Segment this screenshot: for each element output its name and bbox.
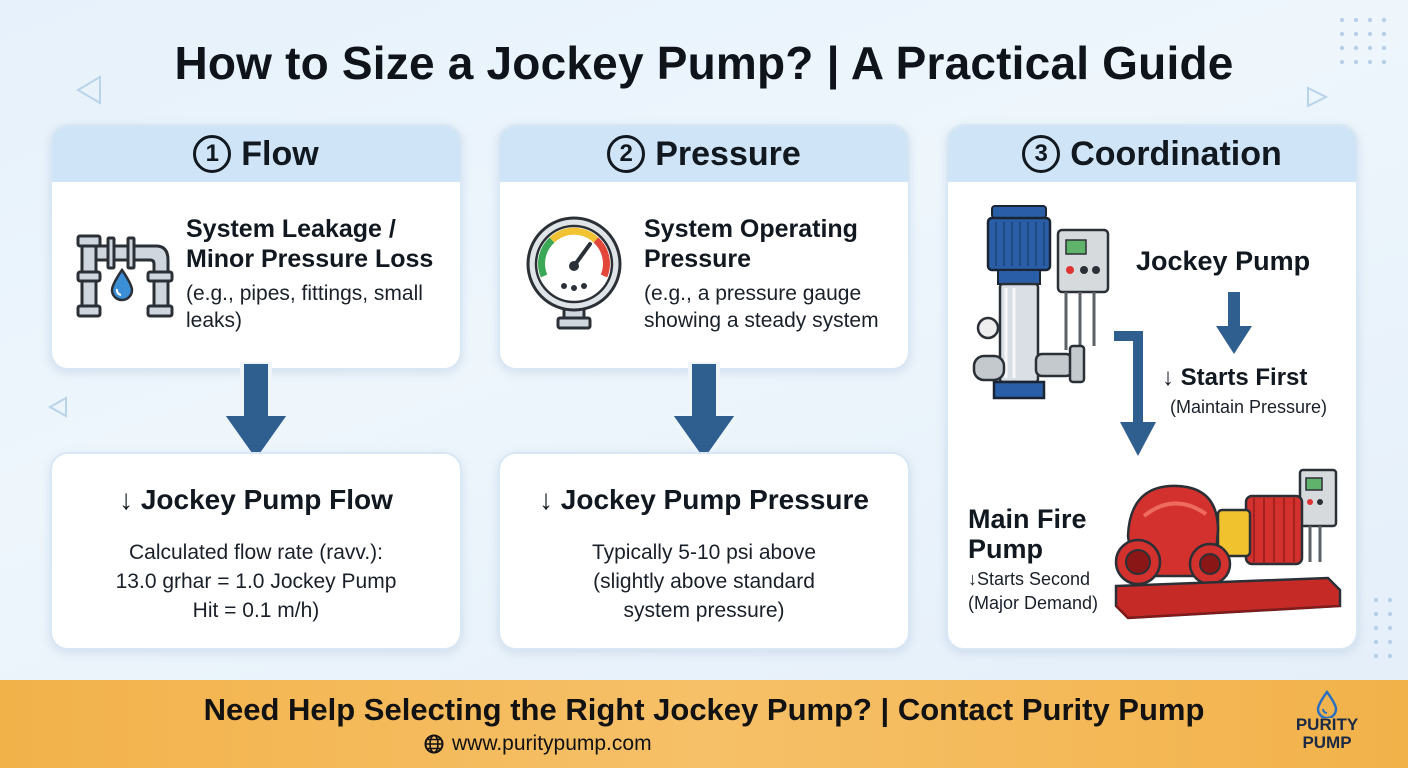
jockey-maintain-note: (Maintain Pressure) bbox=[1170, 397, 1328, 417]
flow-result-line: 13.0 grhar = 1.0 Jockey Pump bbox=[115, 570, 397, 593]
pressure-result-line: system pressure) bbox=[623, 599, 785, 622]
background-dots-decoration bbox=[1373, 597, 1393, 659]
flow-subtitle: System Leakage / Minor Pressure Loss bbox=[186, 215, 434, 273]
flow-card-header: 1 Flow bbox=[52, 126, 460, 182]
jockey-pump-label: Jockey Pump bbox=[1136, 246, 1311, 276]
background-dots-decoration bbox=[1339, 17, 1387, 65]
website-url[interactable]: www.puritypump.com bbox=[452, 732, 652, 755]
background-triangle-decoration bbox=[76, 75, 101, 105]
flow-result-line: Hit = 0.1 m/h) bbox=[192, 599, 320, 622]
footer-banner: Need Help Selecting the Right Jockey Pum… bbox=[0, 680, 1408, 768]
jockey-starts-first: ↓ Starts First bbox=[1162, 364, 1308, 391]
coordination-card-header: 3 Coordination bbox=[948, 126, 1356, 182]
pressure-note: (e.g., a pressure gauge showing a steady… bbox=[644, 282, 879, 332]
website-link[interactable]: www.puritypump.com bbox=[424, 732, 652, 756]
background-triangle-decoration bbox=[1307, 86, 1329, 108]
pressure-result-text: Typically 5-10 psi above (slightly above… bbox=[500, 538, 908, 625]
flow-result-card: ↓ Jockey Pump Flow Calculated flow rate … bbox=[50, 452, 462, 650]
flow-heading: Flow bbox=[241, 134, 319, 173]
flow-card: 1 Flow System Leakage / Minor Pressure L… bbox=[50, 124, 462, 370]
pressure-result-card: ↓ Jockey Pump Pressure Typically 5-10 ps… bbox=[498, 452, 910, 650]
main-fire-pump-label: Main Fire Pump bbox=[968, 504, 1087, 564]
flow-down-arrow bbox=[222, 362, 290, 462]
main-starts-second: ↓Starts Second bbox=[968, 569, 1091, 589]
globe-icon bbox=[424, 734, 444, 754]
step-number-badge: 1 bbox=[193, 135, 232, 173]
main-fire-pump-icon bbox=[1114, 468, 1342, 620]
coordination-card: 3 Coordination Jockey Pump ↓ Starts Firs… bbox=[946, 124, 1358, 650]
contact-cta-text[interactable]: Need Help Selecting the Right Jockey Pum… bbox=[203, 692, 1205, 727]
jockey-pump-flow-title: ↓ Jockey Pump Flow bbox=[119, 484, 393, 515]
step-number-badge: 2 bbox=[607, 135, 646, 173]
pressure-down-arrow bbox=[670, 362, 738, 462]
pressure-card: 2 Pressure System Operating Pressure (e.… bbox=[498, 124, 910, 370]
jockey-pump-icon bbox=[972, 205, 1110, 400]
step-number-badge: 3 bbox=[1022, 135, 1061, 173]
pressure-result-line: (slightly above standard bbox=[593, 570, 815, 593]
water-drop-logo-icon bbox=[1316, 690, 1338, 718]
pressure-heading: Pressure bbox=[655, 134, 801, 173]
flow-result-text: Calculated flow rate (ravv.): 13.0 grhar… bbox=[52, 538, 460, 625]
jockey-pump-pressure-title: ↓ Jockey Pump Pressure bbox=[539, 484, 869, 515]
jockey-down-arrow bbox=[1216, 292, 1252, 354]
pressure-gauge-icon bbox=[526, 216, 622, 330]
flow-note: (e.g., pipes, fittings, small leaks) bbox=[186, 282, 423, 332]
flow-result-line: Calculated flow rate (ravv.): bbox=[128, 541, 384, 564]
sequence-arrow-icon bbox=[1114, 331, 1156, 456]
pressure-card-header: 2 Pressure bbox=[500, 126, 908, 182]
pipe-leak-icon bbox=[76, 234, 174, 318]
coordination-heading: Coordination bbox=[1070, 134, 1282, 173]
main-demand-note: (Major Demand) bbox=[968, 593, 1099, 613]
page-title: How to Size a Jockey Pump? | A Practical… bbox=[174, 37, 1234, 89]
pressure-subtitle: System Operating Pressure bbox=[644, 215, 858, 273]
background-triangle-decoration bbox=[47, 396, 67, 418]
pressure-result-line: Typically 5-10 psi above bbox=[591, 541, 817, 564]
